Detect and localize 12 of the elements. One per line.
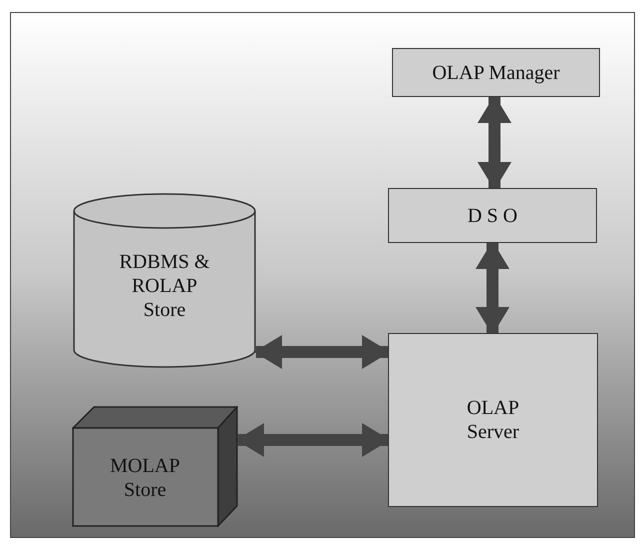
- process-box: [388, 333, 598, 507]
- node-label: MOLAP Store: [108, 454, 181, 502]
- node-label: D S O: [467, 204, 518, 228]
- node-label: OLAP Manager: [432, 60, 560, 84]
- double-arrow: [254, 335, 390, 369]
- process-box: [392, 48, 600, 97]
- double-arrow: [476, 241, 510, 335]
- node-label: OLAP Server: [466, 396, 520, 444]
- double-arrow: [236, 423, 390, 457]
- process-box: [388, 188, 597, 243]
- double-arrow: [478, 95, 512, 190]
- node-label: RDBMS & ROLAP Store: [118, 250, 211, 322]
